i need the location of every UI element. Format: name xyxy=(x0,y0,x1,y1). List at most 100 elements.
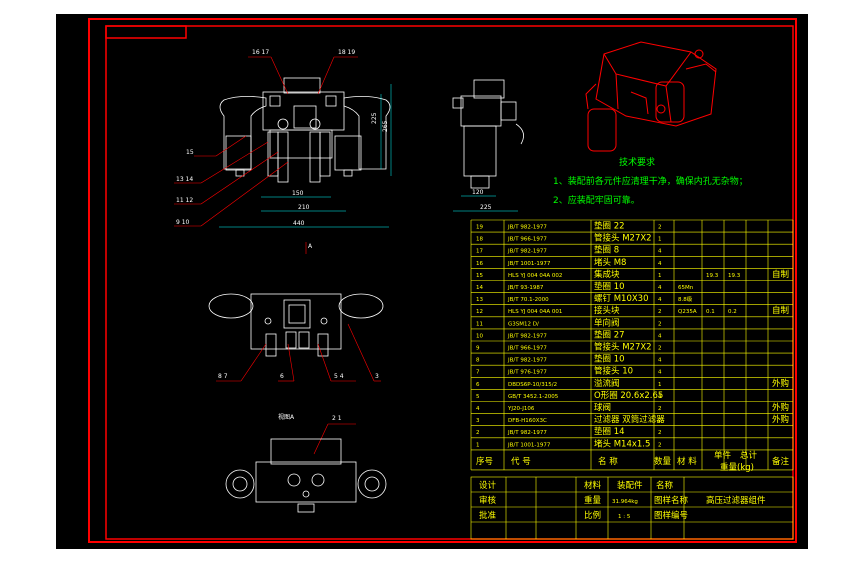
parts-row-15-name: 集成块 xyxy=(594,269,620,280)
parts-row-13-qty: 4 xyxy=(658,297,662,303)
parts-row-11-name: 单向阀 xyxy=(594,317,620,328)
parts-row-15-no: 15 xyxy=(476,273,483,279)
tb-ratio-value: 1 : 5 xyxy=(618,514,631,520)
parts-row-17-qty: 4 xyxy=(658,249,662,255)
parts-row-16-code: JB/T 1001-1977 xyxy=(507,261,551,267)
parts-row-7-code: JB/T 976-1977 xyxy=(507,370,547,376)
parts-row-18-name: 管接头 M27X2 xyxy=(594,233,652,244)
parts-row-6-note: 外购 xyxy=(772,378,789,389)
parts-row-7-name: 管接头 10 xyxy=(594,366,633,377)
callout-2-1: 2 1 xyxy=(332,415,342,422)
parts-row-2-no: 2 xyxy=(476,430,480,436)
side-view-dimensions xyxy=(453,195,518,212)
callout-11-12: 11 12 xyxy=(176,197,193,204)
parts-row-11-code: G3SM12 D/ xyxy=(508,321,539,327)
callout-3: 3 xyxy=(375,373,379,380)
parts-row-2-name: 垫圈 14 xyxy=(594,426,625,437)
parts-row-18-qty: 1 xyxy=(658,237,662,243)
header-note: 备注 xyxy=(772,456,790,467)
parts-row-12-w1: 0.1 xyxy=(706,309,715,315)
parts-row-12-name: 接头块 xyxy=(594,305,620,316)
parts-row-8-name: 垫圈 10 xyxy=(594,354,625,365)
tb-weight-value: 31.964kg xyxy=(612,499,638,505)
parts-row-6-no: 6 xyxy=(476,382,480,388)
parts-row-3-note: 外购 xyxy=(772,414,789,425)
parts-row-1-name: 堵头 M14x1.5 xyxy=(594,438,650,449)
parts-row-17-no: 17 xyxy=(476,249,483,255)
parts-row-15-w2: 19.3 xyxy=(728,273,741,279)
parts-row-18-no: 18 xyxy=(476,237,483,243)
parts-row-15-w1: 19.3 xyxy=(706,273,719,279)
callout-9-10: 9 10 xyxy=(176,219,190,226)
parts-row-9-code: JB/T 966-1977 xyxy=(507,346,547,352)
callout-5-4: 5 4 xyxy=(334,373,344,380)
parts-row-5-name: O形圈 20.6x2.65 xyxy=(594,391,663,401)
header-unit: 单件 xyxy=(714,450,732,461)
callout-18-19: 18 19 xyxy=(338,49,355,56)
parts-row-7-no: 7 xyxy=(476,370,480,376)
parts-row-2-code: JB/T 982-1977 xyxy=(507,430,547,436)
parts-row-14-qty: 4 xyxy=(658,285,662,291)
header-name: 名 称 xyxy=(598,456,618,467)
parts-row-19-name: 垫圈 22 xyxy=(594,221,625,232)
outer-frame xyxy=(88,18,797,543)
parts-row-19-code: JB/T 982-1977 xyxy=(507,225,547,231)
parts-row-3-qty: 2 xyxy=(658,418,662,424)
parts-row-6-name: 溢流阀 xyxy=(594,378,620,389)
title-block-grid xyxy=(470,476,794,540)
header-qty: 数量 xyxy=(654,456,672,467)
parts-row-10-qty: 4 xyxy=(658,333,662,339)
parts-row-12-code: HLS YJ 004 04A 001 xyxy=(508,309,562,315)
callout-8-7: 8 7 xyxy=(218,373,228,380)
dim-225: 225 xyxy=(480,204,492,211)
parts-row-12-w2: 0.2 xyxy=(728,309,737,315)
front-view xyxy=(219,77,391,183)
parts-row-1-code: JB/T 1001-1977 xyxy=(507,442,551,448)
callout-16-17: 16 17 xyxy=(252,49,269,56)
tb-material-value: 装配件 xyxy=(617,480,643,491)
tb-design: 设计 xyxy=(479,480,497,491)
parts-row-14-code: JB/T 93-1987 xyxy=(507,285,544,291)
parts-row-19-qty: 2 xyxy=(658,225,662,231)
tb-check: 审核 xyxy=(479,495,497,506)
tb-drawing-no-label: 图样编号 xyxy=(654,510,688,521)
tb-material-label: 材料 xyxy=(584,480,602,491)
parts-row-5-code: GB/T 3452.1-2005 xyxy=(508,394,559,400)
parts-row-17-code: JB/T 982-1977 xyxy=(507,249,547,255)
parts-row-13-mat: 8.8级 xyxy=(678,295,693,303)
drawing-code-box xyxy=(105,25,187,39)
header-material: 材 料 xyxy=(677,456,697,467)
parts-row-13-no: 13 xyxy=(476,297,483,303)
cad-drawing: 150 210 440 225 265 16 17 18 19 15 13 14… xyxy=(88,18,797,543)
parts-row-11-no: 11 xyxy=(476,321,483,327)
tb-approve: 批准 xyxy=(479,510,497,521)
tb-drawing-title: 高压过滤器组件 xyxy=(706,495,766,506)
parts-row-8-qty: 4 xyxy=(658,358,662,364)
parts-row-14-name: 垫圈 10 xyxy=(594,281,625,292)
parts-row-4-qty: 2 xyxy=(658,406,662,412)
header-code: 代 号 xyxy=(511,456,531,467)
tb-name-label: 名称 xyxy=(656,480,674,491)
parts-row-18-code: JB/T 966-1977 xyxy=(507,237,547,243)
view-a xyxy=(225,438,387,513)
isometric-view xyxy=(585,41,717,152)
dim-120: 120 xyxy=(472,189,484,196)
parts-row-1-qty: 2 xyxy=(658,442,662,448)
parts-row-5-qty: 4 xyxy=(658,394,662,400)
side-view xyxy=(452,79,524,189)
parts-row-8-no: 8 xyxy=(476,358,480,364)
parts-row-12-qty: 2 xyxy=(658,309,662,315)
parts-row-12-mat: Q235A xyxy=(678,309,697,315)
parts-row-9-no: 9 xyxy=(476,346,480,352)
drawing-sheet: 150 210 440 225 265 16 17 18 19 15 13 14… xyxy=(56,14,808,549)
parts-row-10-code: JB/T 982-1977 xyxy=(507,333,547,339)
parts-row-3-name: 过滤器 双筒过滤器 xyxy=(594,414,665,425)
parts-row-8-code: JB/T 982-1977 xyxy=(507,358,547,364)
parts-row-3-no: 3 xyxy=(476,418,480,424)
front-view-dimensions xyxy=(219,84,392,228)
parts-row-1-no: 1 xyxy=(476,442,480,448)
parts-row-4-no: 4 xyxy=(476,406,480,412)
callout-13-14: 13 14 xyxy=(176,176,193,183)
parts-row-4-name: 球阀 xyxy=(594,402,611,413)
